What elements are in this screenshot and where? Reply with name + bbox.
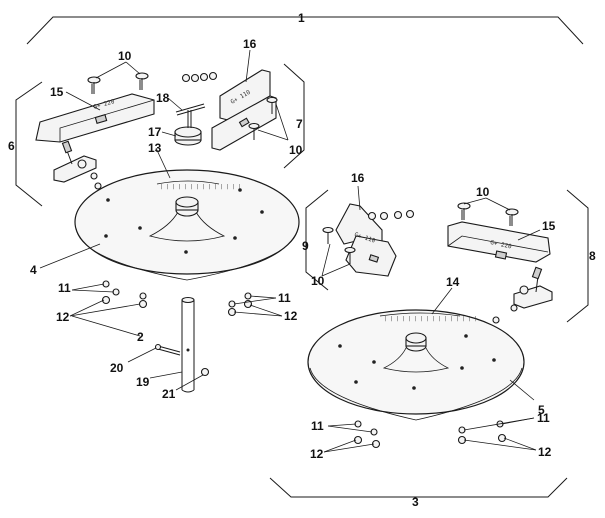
right-mounting-bracket: G+ 110 [335,203,397,277]
callout-2: 2 [137,330,144,344]
callout-4: 4 [30,263,37,277]
callout-8: 8 [589,249,596,263]
callout-12-left-b: 12 [284,309,298,323]
callout-10-right-bracket: 10 [311,274,325,288]
callout-16-right: 16 [351,171,365,185]
callout-5: 5 [538,403,545,417]
group-bracket-8 [566,189,589,323]
left-blade: G+ 220 [35,93,155,143]
group-bracket-6 [15,81,43,207]
svg-text:| | | | | | | | | | | | | |: | | | | | | | | | | | | | | [160,184,241,190]
group-bracket-9 [305,189,329,291]
callout-14: 14 [446,275,460,289]
callout-12-left-a: 12 [56,310,70,324]
callout-15-left: 15 [50,85,64,99]
callout-11-left-b: 11 [278,291,291,305]
callout-18: 18 [156,91,170,105]
left-shaft [181,296,195,393]
callout-10-left-blade: 10 [118,49,132,63]
callout-10-right-blade: 10 [476,185,490,199]
left-disc-fasteners [101,280,253,317]
callout-6: 6 [8,139,15,153]
callout-labels: 1 2 3 4 5 6 7 8 9 10 10 10 10 11 11 11 1… [8,11,596,509]
left-bracket-bolts [248,96,278,140]
left-bracket-nuts [181,71,218,83]
left-cutting-disc [74,169,300,281]
left-blade-bolts [87,72,149,94]
right-cutting-disc [307,309,525,421]
right-bracket-nuts [367,209,415,221]
right-blade: G+ 220 [447,221,551,263]
callout-17: 17 [148,125,162,139]
group-bracket-1 [26,16,584,45]
callout-12-right-a: 12 [310,447,324,461]
svg-text:| | | | | | | | | | | | | | |: | | | | | | | | | | | | | | | | [384,316,477,322]
callout-7: 7 [296,117,303,131]
leader-lines [39,49,541,453]
callout-1: 1 [298,11,305,25]
callout-20: 20 [110,361,124,375]
right-blade-stamp: G+ 220 [490,239,513,250]
callout-11-right-b: 11 [537,411,550,425]
callout-11-left-a: 11 [58,281,71,295]
callout-13: 13 [148,141,162,155]
callout-10-left-bracket: 10 [289,143,303,157]
left-t-handle [175,103,206,128]
group-bracket-3 [269,477,568,498]
left-adjust-knob [174,126,202,146]
callout-21: 21 [162,387,176,401]
left-mounting-bracket: G+ 110 [211,69,277,151]
left-shaft-pin [154,343,181,356]
group-bracket-7 [283,63,305,169]
callout-3: 3 [412,495,419,509]
callout-11-right-a: 11 [311,419,324,433]
right-blade-bolts [457,202,519,226]
left-disc-scale: | | | | | | | | | | | | | | [156,180,241,190]
callout-19: 19 [136,375,150,389]
callout-16-left: 16 [243,37,257,51]
right-disc-scale: | | | | | | | | | | | | | | | | [379,312,477,322]
callout-15-right: 15 [542,219,556,233]
right-bracket-bolts [322,226,356,264]
left-shaft-nut [200,367,210,377]
right-knife-holder [492,266,553,324]
callout-12-right-b: 12 [538,445,552,459]
left-knife-holder [53,140,102,190]
right-disc-fasteners [353,420,507,449]
callout-9: 9 [302,239,309,253]
